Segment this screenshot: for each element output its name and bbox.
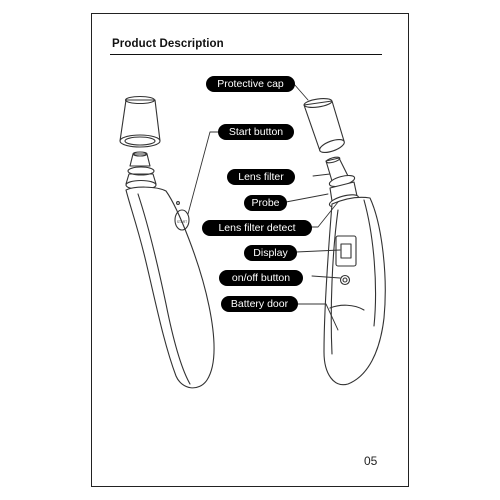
right-cap-drawing <box>303 98 345 154</box>
callout-on-off-button: on/off button <box>219 270 303 286</box>
callout-display: Display <box>244 245 297 261</box>
page-number: 05 <box>364 454 378 468</box>
callout-battery-door: Battery door <box>221 296 298 312</box>
manual-page: Product Description START <box>91 13 409 487</box>
page-title: Product Description <box>112 38 224 50</box>
callout-lens-filter-detect: Lens filter detect <box>202 220 312 236</box>
right-body-drawing <box>323 196 386 386</box>
callout-probe: Probe <box>244 195 287 211</box>
leader-lines <box>187 83 341 331</box>
left-cap-drawing <box>119 95 161 148</box>
left-probe-drawing <box>125 151 157 191</box>
callout-start-button: Start button <box>218 124 294 140</box>
on-off-button-drawing <box>339 274 351 286</box>
start-button-text: START <box>177 220 187 224</box>
thermometer-diagram: START <box>119 83 386 389</box>
callout-lens-filter: Lens filter <box>227 169 295 185</box>
title-divider <box>110 54 382 55</box>
callout-protective-cap: Protective cap <box>206 76 295 92</box>
left-body-drawing: START <box>125 186 215 389</box>
